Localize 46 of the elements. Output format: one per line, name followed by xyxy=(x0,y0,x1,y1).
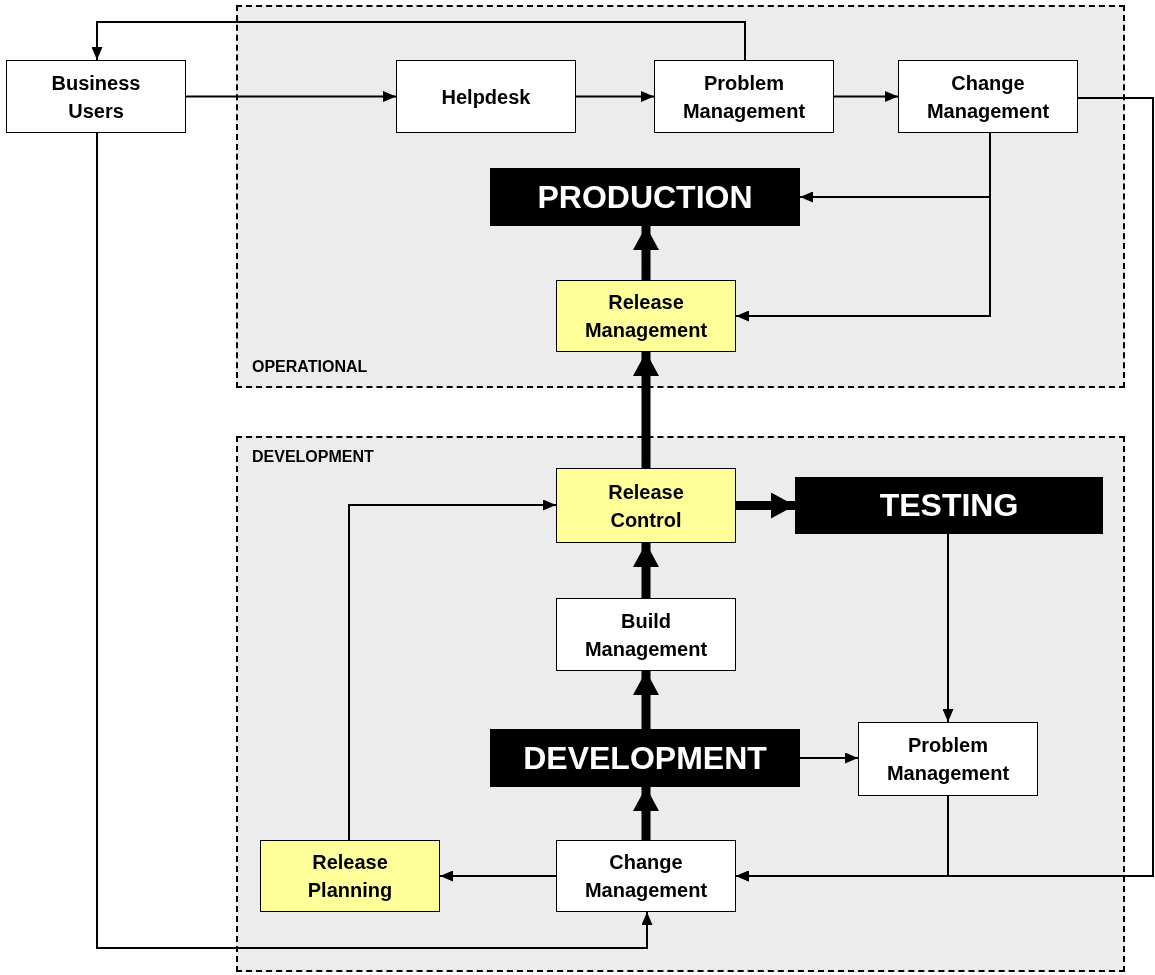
dashed-region xyxy=(236,5,1125,388)
box-label: Release Control xyxy=(607,479,685,533)
box-label: Change Management xyxy=(583,850,709,903)
region-label: DEVELOPMENT xyxy=(252,448,374,466)
stage-label: TESTING xyxy=(878,487,1020,524)
process-box xyxy=(556,598,736,671)
stage-label: PRODUCTION xyxy=(536,178,754,216)
arrow xyxy=(833,91,899,102)
stage-banner xyxy=(490,729,800,787)
box-label: Change Management xyxy=(925,70,1051,124)
process-box xyxy=(6,60,186,133)
arrow xyxy=(799,752,859,764)
arrow xyxy=(91,21,746,61)
arrow xyxy=(575,91,655,102)
thick-arrow xyxy=(736,492,795,519)
thick-arrow xyxy=(633,787,659,840)
stage-banner xyxy=(795,477,1103,534)
box-label: Problem Management xyxy=(885,733,1011,786)
region-label: OPERATIONAL xyxy=(252,358,368,376)
process-box xyxy=(858,722,1038,796)
arrow xyxy=(942,533,954,723)
highlighted-process-box xyxy=(260,840,440,912)
highlighted-process-box xyxy=(556,468,736,543)
box-label: Business Users xyxy=(50,70,142,124)
box-label: Release Planning xyxy=(306,850,394,903)
process-box xyxy=(556,840,736,912)
thick-arrow xyxy=(633,226,659,280)
process-box xyxy=(898,60,1078,133)
highlighted-process-box xyxy=(556,280,736,352)
box-label: Build Management xyxy=(583,608,709,662)
box-label: Release Management xyxy=(583,290,709,343)
stage-label: DEVELOPMENT xyxy=(522,739,768,777)
process-box xyxy=(654,60,834,133)
box-label: Problem Management xyxy=(681,70,807,124)
thick-arrow xyxy=(633,671,659,729)
dashed-region xyxy=(236,436,1125,972)
arrow xyxy=(439,870,557,882)
process-box xyxy=(396,60,576,133)
thick-arrow xyxy=(633,543,659,598)
thick-arrow xyxy=(633,352,659,468)
arrow xyxy=(348,499,557,841)
arrow xyxy=(185,91,397,102)
arrow xyxy=(735,97,1154,882)
arrow xyxy=(96,132,653,949)
box-label: Helpdesk xyxy=(440,84,532,110)
stage-banner xyxy=(490,168,800,226)
